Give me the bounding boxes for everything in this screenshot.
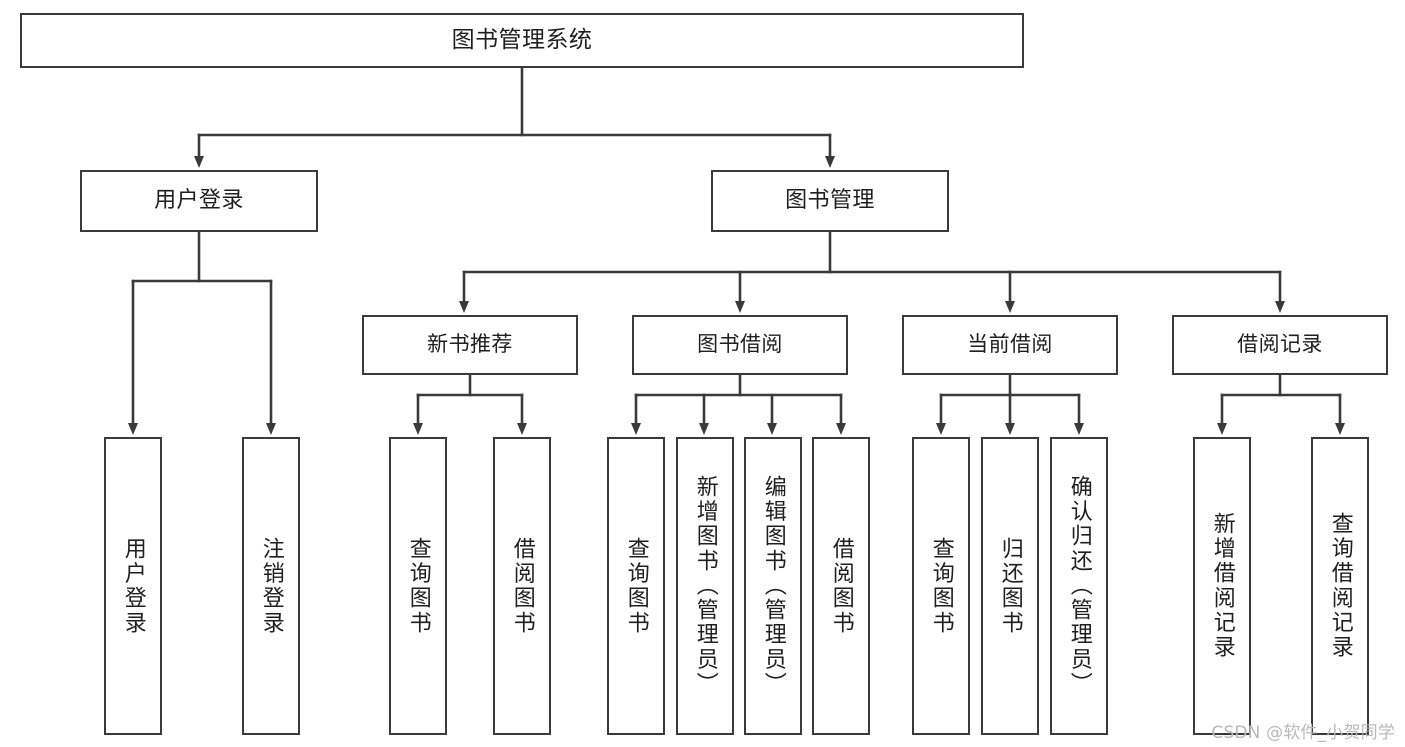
node-leaf-borrow-book-1[interactable]: 借阅图书 [493,437,551,735]
node-leaf-confirm-return[interactable]: 确认归还（管理员） [1050,437,1108,735]
node-leaf-add-book-admin-label: 新增图书（管理员） [692,475,718,697]
node-leaf-user-login[interactable]: 用户登录 [104,437,162,735]
watermark-text: CSDN @软件_小贺同学 [1211,723,1395,743]
node-borrow-record-label: 借阅记录 [1237,332,1323,357]
node-book-management-label: 图书管理 [785,187,875,213]
node-borrow-record[interactable]: 借阅记录 [1172,315,1388,375]
node-new-book-recommend-label: 新书推荐 [427,332,513,357]
node-root-label: 图书管理系统 [451,27,593,54]
node-leaf-edit-book-admin-label: 编辑图书（管理员） [760,475,786,697]
node-user-login-label: 用户登录 [154,187,244,213]
node-book-borrow-label: 图书借阅 [697,332,783,357]
node-leaf-return-book-label: 归还图书 [997,536,1023,636]
node-user-login[interactable]: 用户登录 [80,170,318,232]
node-new-book-recommend[interactable]: 新书推荐 [362,315,578,375]
node-leaf-return-book[interactable]: 归还图书 [981,437,1039,735]
node-current-borrow[interactable]: 当前借阅 [902,315,1118,375]
node-leaf-edit-book-admin[interactable]: 编辑图书（管理员） [744,437,802,735]
node-leaf-borrow-book-2-label: 借阅图书 [828,536,854,636]
node-leaf-logout-login[interactable]: 注销登录 [242,437,300,735]
node-book-borrow[interactable]: 图书借阅 [632,315,848,375]
node-leaf-query-book-1-label: 查询图书 [405,536,431,636]
node-leaf-add-book-admin[interactable]: 新增图书（管理员） [676,437,734,735]
node-book-management[interactable]: 图书管理 [711,170,949,232]
node-leaf-query-book-3[interactable]: 查询图书 [912,437,970,735]
node-leaf-query-borrow-record[interactable]: 查询借阅记录 [1311,437,1369,735]
node-leaf-query-book-2[interactable]: 查询图书 [607,437,665,735]
node-leaf-query-book-1[interactable]: 查询图书 [389,437,447,735]
node-root[interactable]: 图书管理系统 [20,13,1024,68]
node-leaf-borrow-book-1-label: 借阅图书 [509,536,535,636]
node-leaf-confirm-return-label: 确认归还（管理员） [1066,475,1092,697]
node-leaf-add-borrow-record-label: 新增借阅记录 [1209,512,1235,660]
node-leaf-borrow-book-2[interactable]: 借阅图书 [812,437,870,735]
node-leaf-query-borrow-record-label: 查询借阅记录 [1327,512,1353,660]
node-leaf-user-login-label: 用户登录 [120,536,146,636]
node-current-borrow-label: 当前借阅 [967,332,1053,357]
node-leaf-query-book-3-label: 查询图书 [928,536,954,636]
node-leaf-add-borrow-record[interactable]: 新增借阅记录 [1193,437,1251,735]
node-leaf-query-book-2-label: 查询图书 [623,536,649,636]
node-leaf-logout-login-label: 注销登录 [258,536,284,636]
